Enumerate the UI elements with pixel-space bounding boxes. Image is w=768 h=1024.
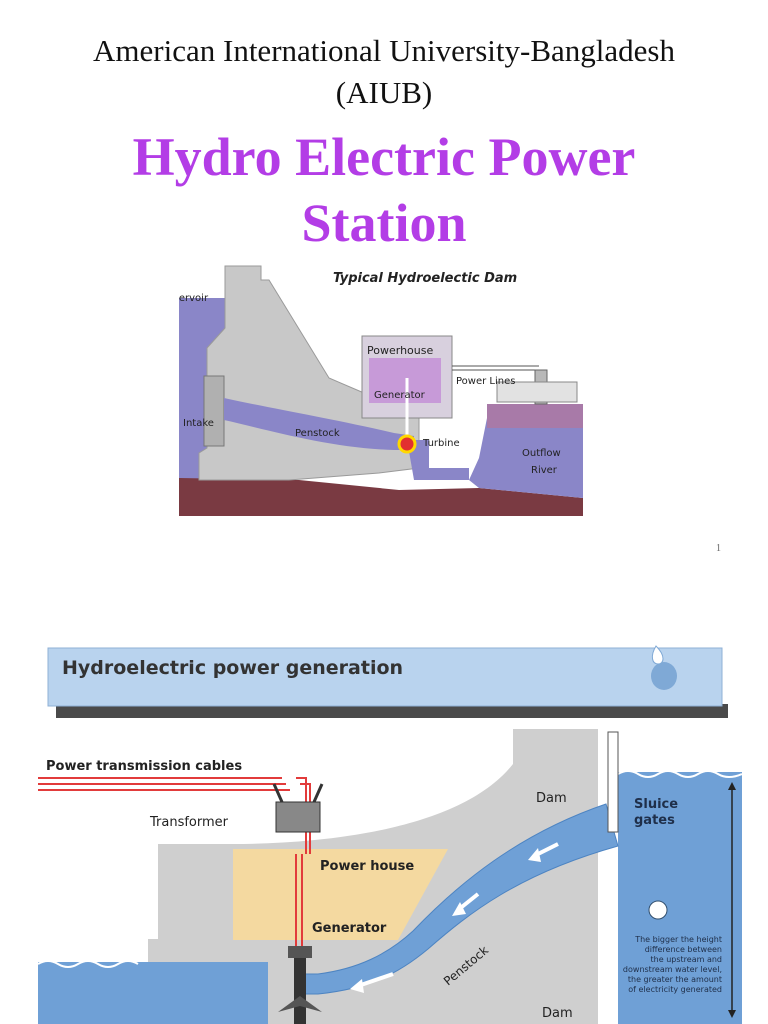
downstream-water (38, 962, 268, 1024)
fig1-title: Typical Hydroelectic Dam (333, 271, 517, 286)
outflow-river (469, 418, 583, 498)
label-generator-2: Generator (312, 921, 387, 936)
title-banner (47, 647, 723, 707)
label-generator: Generator (374, 390, 426, 401)
intake-gate (203, 375, 225, 447)
cables-to-generator (295, 854, 303, 946)
banner-shadow (56, 704, 728, 718)
title-line-2: Station (301, 193, 467, 253)
downstream-wave (38, 960, 139, 968)
substation (496, 381, 578, 403)
label-penstock: Penstock (295, 428, 340, 439)
label-intake: Intake (183, 418, 214, 429)
flow-arrow-3-head (350, 979, 364, 993)
power-house-room (233, 849, 448, 940)
generator-unit (288, 946, 312, 958)
institution-name: American International University-Bangla… (0, 30, 768, 114)
note-drop-icon (648, 900, 668, 920)
hydroelectric-generation-diagram: Hydroelectric power generation Power tra… (38, 645, 742, 1024)
institution-line-2: (AIUB) (335, 75, 433, 110)
page-title: Hydro Electric Power Station (0, 124, 768, 256)
height-note: The bigger the height difference between… (623, 935, 722, 994)
label-outflow: Outflow (522, 448, 561, 459)
label-power-lines: Power Lines (456, 376, 515, 387)
height-arrow-bottom (728, 1010, 736, 1018)
transmission-cables (38, 777, 290, 791)
note-line-5: the greater the amount (628, 975, 722, 984)
label-dam-top: Dam (536, 791, 567, 806)
generator-housing (369, 358, 441, 403)
label-cables: Power transmission cables (46, 759, 242, 774)
label-sluice-2: gates (634, 813, 675, 828)
upstream-water (618, 772, 742, 1024)
transformer-unit (272, 783, 324, 833)
flow-arrow-3 (357, 972, 394, 988)
upstream-wave (617, 770, 742, 778)
label-power-house: Power house (320, 859, 414, 874)
title-line-1: Hydro Electric Power (132, 127, 636, 187)
ground (179, 478, 583, 516)
label-transformer: Transformer (149, 815, 229, 830)
typical-dam-diagram: Typical Hydroelectic Dam Reservoir Power… (179, 258, 583, 516)
note-line-2: difference between (645, 945, 722, 954)
water-drop-icon (651, 645, 677, 690)
riverbank (487, 404, 583, 428)
note-line-4: downstream water level, (623, 965, 722, 974)
label-dam-bottom: Dam (542, 1006, 573, 1021)
label-sluice-1: Sluice (634, 797, 678, 812)
height-arrow-top (728, 782, 736, 790)
label-turbine: Turbine (422, 438, 460, 449)
turbine-shaft-2 (294, 958, 306, 1024)
fig2-title: Hydroelectric power generation (62, 657, 403, 679)
label-reservoir: Reservoir (179, 293, 209, 304)
flow-arrow-2-head (452, 902, 466, 916)
note-line-3: the upstream and (651, 955, 722, 964)
power-lines (452, 365, 539, 371)
page-number: 1 (716, 543, 721, 554)
label-river: River (531, 465, 558, 476)
outflow-pipe (407, 440, 469, 480)
penstock-pipe (224, 398, 414, 450)
note-line-1: The bigger the height (634, 935, 722, 944)
institution-line-1: American International University-Bangla… (93, 33, 675, 68)
sluice-gate (607, 731, 619, 833)
turbine-wheel (397, 434, 417, 454)
turbine-blades (278, 996, 322, 1012)
flow-arrow-1-head (528, 848, 541, 862)
note-line-6: of electricity generated (628, 985, 722, 994)
label-powerhouse: Powerhouse (367, 344, 433, 357)
